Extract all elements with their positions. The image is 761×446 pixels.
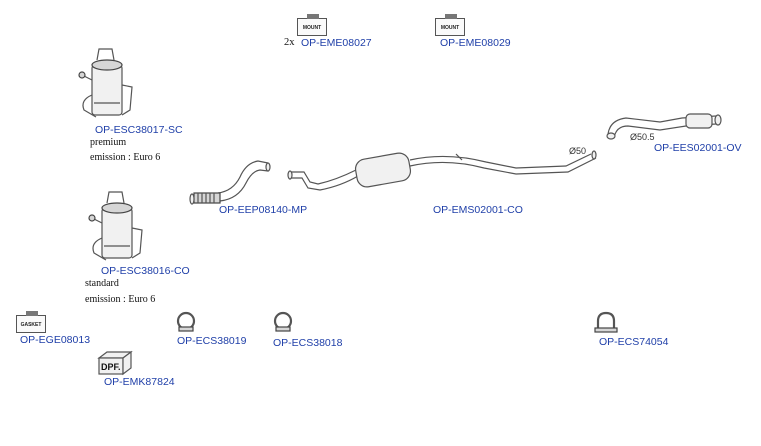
rear-silencer-drawing[interactable]: Ø50.5 bbox=[604, 108, 729, 148]
dpf-kit-box-drawing[interactable]: DPF. bbox=[97, 350, 133, 376]
part-code-eme08029[interactable]: OP-EME08029 bbox=[440, 37, 511, 49]
part-code-ege08013[interactable]: OP-EGE08013 bbox=[20, 334, 91, 346]
part-code-ecs38018[interactable]: OP-ECS38018 bbox=[273, 337, 343, 349]
mount-badge-eme08027[interactable]: MOUNT bbox=[297, 14, 327, 36]
part-code-emk87824[interactable]: OP-EMK87824 bbox=[104, 376, 175, 388]
filter-emission-standard: emission : Euro 6 bbox=[85, 294, 156, 305]
badge-tab bbox=[307, 14, 319, 19]
silencer-diameter-label: Ø50 bbox=[569, 146, 586, 156]
badge-tab bbox=[445, 14, 457, 19]
dpf-kit-label: DPF. bbox=[101, 362, 121, 372]
gasket-badge-label: GASKET bbox=[20, 322, 42, 328]
front-pipe-drawing[interactable] bbox=[188, 155, 273, 210]
part-code-esc38016[interactable]: OP-ESC38016-CO bbox=[101, 265, 190, 277]
part-code-eep08140[interactable]: OP-EEP08140-MP bbox=[219, 204, 308, 216]
mount-badge-label: MOUNT bbox=[302, 25, 322, 31]
mount-badge-eme08029[interactable]: MOUNT bbox=[435, 14, 465, 36]
part-code-ees02001[interactable]: OP-EES02001-OV bbox=[654, 142, 742, 154]
particulate-filter-standard-drawing[interactable] bbox=[84, 188, 154, 268]
filter-variant-standard: standard bbox=[85, 278, 119, 289]
mount-badge-label: MOUNT bbox=[440, 25, 460, 31]
filter-emission-premium: emission : Euro 6 bbox=[90, 152, 161, 163]
part-code-esc38017[interactable]: OP-ESC38017-SC bbox=[95, 124, 183, 136]
part-code-ecs38019[interactable]: OP-ECS38019 bbox=[177, 335, 247, 347]
filter-variant-premium: premium bbox=[90, 137, 127, 148]
clamp-ecs38018-drawing[interactable] bbox=[272, 311, 294, 333]
clamp-ecs38019-drawing[interactable] bbox=[175, 311, 197, 333]
gasket-badge[interactable]: GASKET bbox=[16, 311, 46, 333]
part-code-ecs74054[interactable]: OP-ECS74054 bbox=[599, 336, 669, 348]
part-code-ems02001[interactable]: OP-EMS02001-CO bbox=[433, 204, 523, 216]
rear-diameter-label: Ø50.5 bbox=[630, 132, 655, 142]
badge-tab bbox=[26, 311, 38, 316]
clamp-ecs74054-drawing[interactable] bbox=[594, 311, 618, 333]
particulate-filter-premium-drawing[interactable] bbox=[74, 45, 144, 125]
middle-silencer-drawing[interactable]: Ø50 bbox=[286, 140, 606, 200]
part-code-eme08027[interactable]: OP-EME08027 bbox=[301, 37, 372, 49]
mount-quantity: 2x bbox=[284, 37, 295, 48]
